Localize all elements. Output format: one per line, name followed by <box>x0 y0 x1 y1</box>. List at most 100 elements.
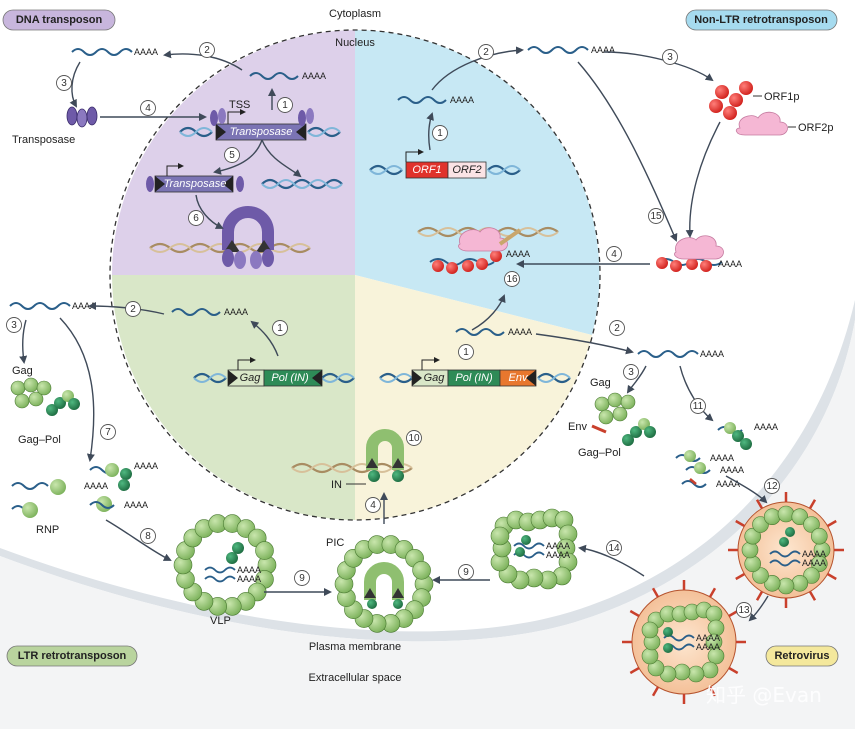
retro-rnp-group: AAAA AAAA AAAA AAAA <box>675 422 778 489</box>
svg-text:7: 7 <box>105 427 111 438</box>
tss-label: TSS <box>229 99 250 111</box>
dna-integration-target <box>149 206 311 269</box>
extracellular-label: Extracellular space <box>309 672 402 684</box>
retro-gene: Gag Pol (IN) Env <box>379 357 571 387</box>
gag-pol-protein-retro <box>622 418 656 446</box>
transposase-protein <box>66 106 98 128</box>
gag-bead <box>744 555 762 573</box>
dna-mrna-cytoplasm: AAAA <box>71 47 158 57</box>
step-marker-9: 9 <box>458 564 474 580</box>
svg-text:1: 1 <box>437 128 443 139</box>
ltr-gene: Gag Pol (IN) <box>193 357 355 387</box>
svg-text:3: 3 <box>667 52 673 63</box>
svg-text:2: 2 <box>614 323 620 334</box>
svg-text:Env: Env <box>509 372 529 384</box>
step-marker-14: 14 <box>606 540 622 556</box>
step-marker-10: 10 <box>406 430 422 446</box>
gag-bead <box>673 663 691 681</box>
step-marker-16: 16 <box>504 271 520 287</box>
gag-bead <box>791 508 809 526</box>
svg-text:13: 13 <box>738 605 750 616</box>
step-marker-12: 12 <box>764 478 780 494</box>
svg-text:AAAA: AAAA <box>718 259 742 269</box>
gag-label-ltr: Gag <box>12 365 33 377</box>
gag-bead <box>490 526 510 546</box>
gag-bead <box>701 661 719 679</box>
gag-bead <box>705 605 723 623</box>
gag-pol-protein-ltr <box>46 390 80 416</box>
nuclear-envelope <box>109 29 601 521</box>
gag-bead <box>763 508 781 526</box>
step-marker-2: 2 <box>199 42 215 58</box>
svg-text:AAAA: AAAA <box>696 633 720 643</box>
nonltr-mrna-cytoplasm: AAAA <box>527 45 615 55</box>
svg-text:Non-LTR retrotransposon: Non-LTR retrotransposon <box>694 14 828 26</box>
step-marker-11: 11 <box>690 398 706 414</box>
svg-text:AAAA: AAAA <box>700 349 724 359</box>
svg-text:10: 10 <box>408 433 420 444</box>
gag-bead <box>641 621 659 639</box>
dna-mrna-nucleus: AAAA <box>249 71 326 81</box>
step-marker-3: 3 <box>6 317 22 333</box>
svg-text:AAAA: AAAA <box>802 549 826 559</box>
svg-text:Pol (IN): Pol (IN) <box>455 372 493 384</box>
ltr-rnp-group: AAAA AAAA AAAA <box>11 461 158 518</box>
svg-text:AAAA: AAAA <box>302 71 326 81</box>
step-marker-9: 9 <box>294 570 310 586</box>
svg-text:9: 9 <box>299 573 305 584</box>
svg-text:AAAA: AAAA <box>720 465 744 475</box>
svg-text:AAAA: AAAA <box>134 461 158 471</box>
svg-text:Retrovirus: Retrovirus <box>774 650 829 662</box>
gag-bead <box>803 516 820 533</box>
svg-text:AAAA: AAAA <box>506 249 530 259</box>
nucleus-retrovirus-sector <box>355 275 592 520</box>
gag-protein-ltr <box>10 377 52 409</box>
gag-pol-label-retro: Gag–Pol <box>578 447 621 459</box>
svg-text:AAAA: AAAA <box>134 47 158 57</box>
step-marker-8: 8 <box>140 528 156 544</box>
svg-text:Gag: Gag <box>424 372 446 384</box>
svg-text:Gag: Gag <box>240 372 262 384</box>
step-marker-2: 2 <box>478 44 494 60</box>
badge-retrovirus: Retrovirus <box>765 645 839 667</box>
step-marker-6: 6 <box>188 210 204 226</box>
nonltr-mrna-nucleus: AAAA <box>397 95 474 105</box>
step-marker-13: 13 <box>736 602 752 618</box>
svg-text:AAAA: AAAA <box>802 558 826 568</box>
step-marker-2: 2 <box>609 320 625 336</box>
step-marker-3: 3 <box>662 49 678 65</box>
retro-mrna-nucleus: AAAA <box>455 327 532 337</box>
step-marker-3: 3 <box>623 364 639 380</box>
rejoined-dna <box>261 178 343 190</box>
dna-transposon-gene: Transposase <box>179 108 341 141</box>
watermark: 知乎 @Evan <box>706 683 822 707</box>
transposase-label: Transposase <box>12 134 75 146</box>
nucleus <box>109 29 601 521</box>
svg-text:AAAA: AAAA <box>591 45 615 55</box>
orf1p-label: ORF1p <box>764 91 799 103</box>
gag-bead <box>791 574 809 592</box>
dna-transposon-arrows <box>69 50 302 229</box>
svg-text:AAAA: AAAA <box>546 541 570 551</box>
gag-bead <box>777 505 795 523</box>
step-marker-15: 15 <box>648 208 664 224</box>
svg-text:AAAA: AAAA <box>237 565 261 575</box>
gag-bead <box>763 574 781 592</box>
svg-text:AAAA: AAAA <box>84 481 108 491</box>
step-marker-2: 2 <box>125 301 141 317</box>
step-marker-5: 5 <box>224 147 240 163</box>
nonltr-rnp-cytoplasm: AAAA <box>656 235 742 272</box>
svg-text:15: 15 <box>650 211 662 222</box>
gag-bead <box>687 665 705 683</box>
svg-text:6: 6 <box>193 213 199 224</box>
retro-arrows <box>471 294 769 622</box>
svg-text:16: 16 <box>506 274 518 285</box>
gag-bead <box>777 577 795 595</box>
step-marker-7: 7 <box>100 424 116 440</box>
svg-text:3: 3 <box>628 367 634 378</box>
badge-non-ltr: Non-LTR retrotransposon <box>685 9 838 31</box>
